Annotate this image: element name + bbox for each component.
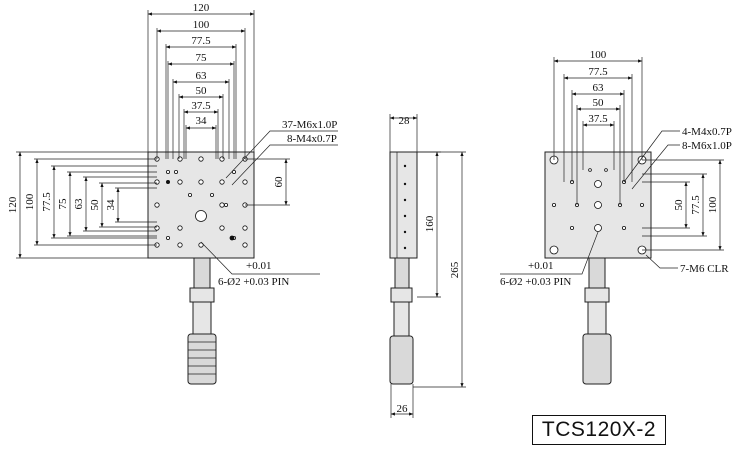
- front-left-dim-3: 75: [57, 198, 69, 210]
- rear-top-dimension-lines: [553, 57, 643, 205]
- rear-top-dim-4: 37.5: [588, 113, 608, 125]
- front-left-dim-5: 50: [89, 199, 101, 211]
- rear-callout-clr: 7-M6 CLR: [680, 263, 729, 275]
- model-label: TCS120X-2: [532, 415, 666, 445]
- front-top-dim-7: 34: [196, 115, 208, 127]
- front-top-dim-3: 75: [196, 52, 208, 64]
- side-holes: [403, 164, 407, 250]
- front-micrometer-collar: [189, 287, 215, 303]
- side-bottom-dim: 26: [397, 403, 409, 415]
- front-view: 120 100 77.5 75 63 50 37.5 34 120 100 77…: [7, 2, 338, 385]
- front-top-dim-6: 37.5: [191, 100, 211, 112]
- front-left-dimension-lines: [16, 151, 157, 259]
- rear-micrometer-collar: [584, 287, 610, 303]
- front-stage-plate: [147, 151, 255, 259]
- rear-top-dim-2: 63: [593, 82, 605, 94]
- rear-top-dim-0: 100: [590, 49, 607, 61]
- rear-callout-leaders: [500, 130, 680, 275]
- rear-top-dimension-labels: 100 77.5 63 50 37.5: [588, 49, 608, 125]
- rear-right-dim-1: 77.5: [690, 195, 702, 215]
- front-callout-m4: 8-M4x0.7P: [287, 133, 337, 145]
- front-top-dim-0: 120: [193, 2, 210, 14]
- side-dimension-lines: [389, 114, 466, 418]
- rear-top-dim-1: 77.5: [588, 66, 608, 78]
- front-left-dim-6: 34: [105, 199, 117, 211]
- front-micrometer-neck: [193, 257, 211, 289]
- front-holes: [154, 156, 248, 248]
- rear-micrometer-neck: [588, 257, 606, 289]
- rear-callout-m6: 8-M6x1.0P: [682, 140, 732, 152]
- front-micrometer-sleeve: [192, 301, 212, 335]
- front-pin-note: 6-Ø2 +0.03 PIN: [218, 276, 289, 288]
- rear-micrometer-thimble: [582, 333, 612, 385]
- front-right-dimension-lines: [245, 158, 290, 206]
- front-top-dim-2: 77.5: [191, 35, 211, 47]
- front-top-dim-5: 50: [196, 85, 208, 97]
- front-pin-tolerance: +0.01: [246, 260, 271, 272]
- rear-right-dimension-labels: 50 77.5 100: [673, 195, 719, 215]
- front-top-dim-4: 63: [196, 70, 208, 82]
- front-left-dim-1: 100: [24, 193, 36, 210]
- side-micrometer-sleeve: [393, 301, 410, 337]
- rear-callout-m4: 4-M4x0.7P: [682, 126, 732, 138]
- rear-pin-note: 6-Ø2 +0.03 PIN: [500, 276, 571, 288]
- rear-right-dim-0: 50: [673, 199, 685, 211]
- front-left-dimension-labels: 120 100 77.5 75 63 50 34: [7, 192, 117, 213]
- side-right-dim-1: 265: [449, 261, 461, 278]
- side-right-dim-0: 160: [424, 215, 436, 232]
- front-top-dimension-labels: 120 100 77.5 75 63 50 37.5 34: [191, 2, 211, 127]
- rear-micrometer-sleeve: [587, 301, 607, 335]
- front-top-dimension-lines: [147, 10, 255, 159]
- rear-holes: [549, 155, 647, 255]
- rear-view: 100 77.5 63 50 37.5 50 77.5 100 4-M4x0.7…: [500, 49, 732, 385]
- front-right-dim: 60: [273, 176, 285, 188]
- front-left-dim-2: 77.5: [41, 192, 53, 212]
- front-callout-leaders: [200, 130, 338, 275]
- side-micrometer-neck: [394, 257, 410, 289]
- front-callout-m6: 37-M6x1.0P: [282, 119, 337, 131]
- front-micrometer-thimble: [187, 333, 217, 385]
- front-left-dim-4: 63: [73, 198, 85, 210]
- front-thimble-knurl: [188, 341, 216, 375]
- side-top-dim: 28: [399, 115, 411, 127]
- rear-top-dim-3: 50: [593, 97, 605, 109]
- front-top-dim-1: 100: [193, 19, 210, 31]
- front-left-dim-0: 120: [7, 196, 19, 213]
- side-view: 28 160 265 26: [389, 114, 466, 418]
- side-micrometer-thimble: [389, 335, 414, 385]
- rear-pin-tolerance: +0.01: [528, 260, 553, 272]
- side-micrometer-collar: [390, 287, 413, 303]
- side-stage-body: [389, 151, 418, 259]
- rear-right-dim-2: 100: [707, 196, 719, 213]
